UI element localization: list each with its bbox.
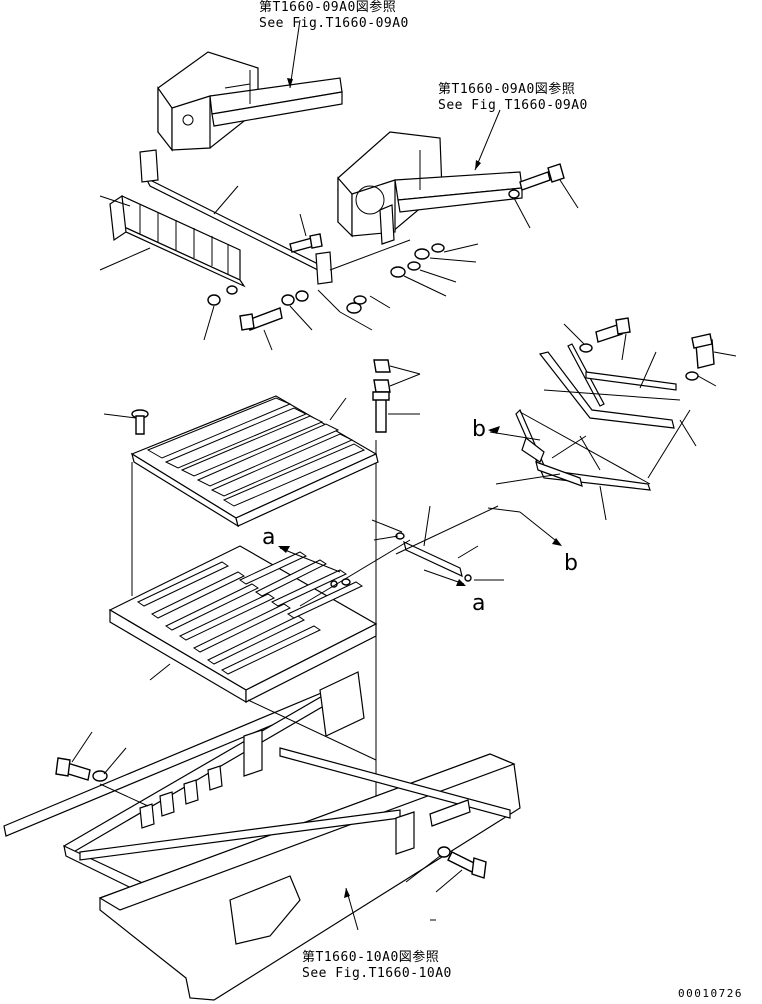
nut-center-3: [414, 248, 430, 260]
nut-center-1: [346, 302, 362, 314]
ref-label-bottom-en: See Fig.T1660-10A0: [302, 966, 452, 981]
washer-frame-left: [92, 770, 108, 782]
screw-mat: [131, 409, 149, 435]
ref-label-bottom-jp: 第T1660-10A0図参照: [302, 950, 440, 965]
view-marker-a-right: a: [472, 591, 486, 616]
nut-left: [207, 294, 221, 306]
view-marker-b-left: b: [472, 417, 487, 442]
washer-lower: [281, 294, 295, 306]
washer-center-3: [431, 243, 445, 253]
bracket-assembly-top-right: [337, 131, 523, 245]
nut-center-2: [390, 266, 406, 278]
bracket-assembly-top-left: [157, 51, 343, 152]
drawing-code: 00010726: [678, 987, 743, 1000]
washer-left: [226, 285, 238, 295]
bolt-frame-left: [55, 757, 91, 781]
washer-frame-right: [437, 846, 451, 858]
step-mat: [130, 395, 379, 528]
frame-assembly: [3, 671, 521, 1001]
washer-center-2: [407, 261, 421, 271]
leader-ref-top-left: [289, 19, 301, 89]
step-bracket-upper-right: [515, 343, 677, 491]
washer-upper-right-2: [685, 371, 699, 381]
bolt-frame-right: [447, 851, 487, 879]
view-marker-a-left: a: [262, 525, 276, 550]
bolt-upper-right-2: [691, 333, 715, 369]
ref-label-top-right-en: See Fig T1660-09A0: [438, 98, 588, 113]
ref-label-top-left-en: See Fig.T1660-09A0: [259, 16, 409, 31]
washer-center-1: [353, 295, 367, 305]
bolt-mid-left: [289, 233, 323, 253]
mount-plate-left: [109, 194, 246, 288]
hinge-pin-assembly: [330, 532, 472, 588]
leader-ref-top-right: [474, 109, 501, 171]
bolt-top-right: [508, 163, 565, 199]
ref-label-top-right-jp: 第T1660-09A0図参照: [438, 82, 576, 97]
washer-upper-right: [579, 343, 593, 353]
view-marker-b-right: b: [564, 551, 579, 576]
nut-stack: [372, 359, 391, 433]
step-plate: [108, 545, 378, 704]
bolt-upper-right-1: [595, 317, 631, 343]
bolt-lower-left: [239, 307, 283, 331]
ref-label-top-left-jp: 第T1660-09A0図参照: [259, 0, 397, 15]
nut-lower: [295, 290, 309, 302]
mount-bar-left: [139, 149, 333, 285]
